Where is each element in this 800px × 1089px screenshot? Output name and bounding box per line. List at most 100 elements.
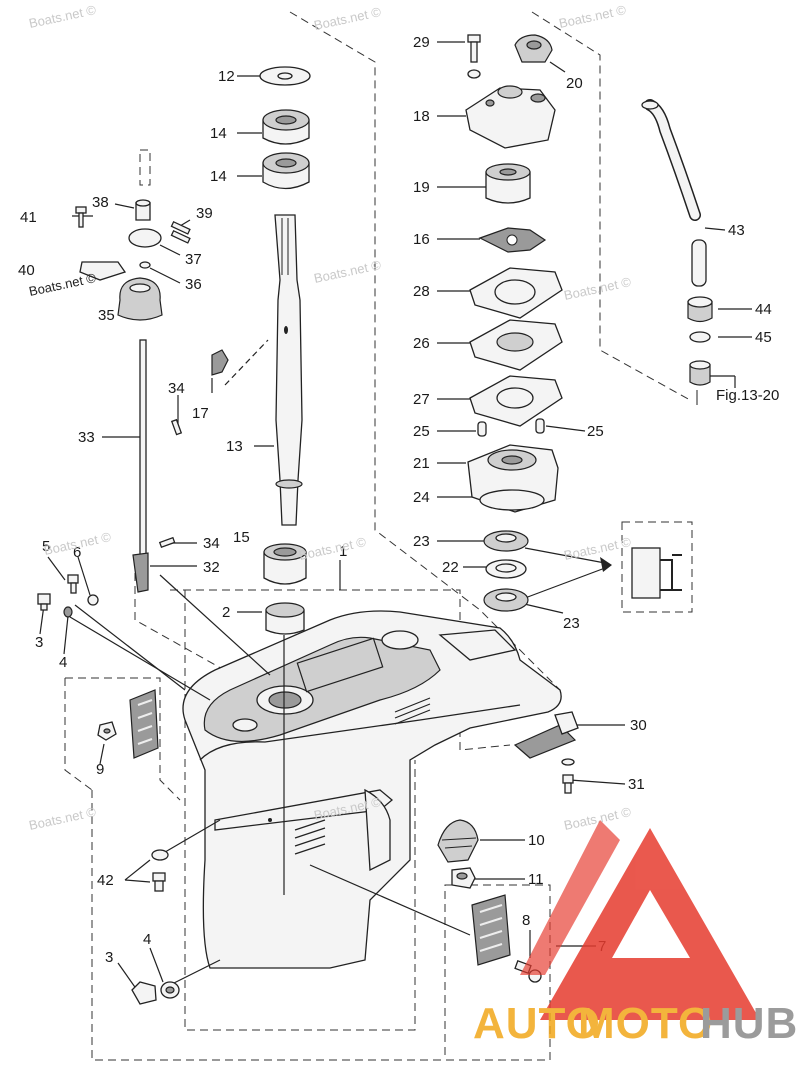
callout-4b: 4 [143, 931, 151, 948]
logo-word-auto: AUTO [473, 999, 601, 1048]
logo-word-moto: MOTO [578, 999, 713, 1048]
shift-cam-32 [132, 552, 149, 593]
callout-labels: 12 14 14 13 15 1 2 17 34 34 32 33 35 36 … [18, 34, 779, 966]
callout-32: 32 [203, 559, 220, 576]
callout-37: 37 [185, 251, 202, 268]
o-ring-45 [689, 331, 711, 343]
callout-19: 19 [413, 179, 430, 196]
tube-43 [691, 239, 707, 287]
callout-30: 30 [630, 717, 647, 734]
callout-9: 9 [96, 761, 104, 778]
callout-20: 20 [566, 75, 583, 92]
callout-33: 33 [78, 429, 95, 446]
callout-15: 15 [233, 529, 250, 546]
watermark: Boats.net © [28, 804, 98, 833]
callout-17: 17 [192, 405, 209, 422]
dowel-25a [477, 421, 487, 437]
callout-21: 21 [413, 455, 430, 472]
callout-22: 22 [442, 559, 459, 576]
bearing-14a [262, 109, 310, 145]
screen-right [471, 894, 511, 966]
key-17 [211, 349, 229, 376]
callout-10: 10 [528, 832, 545, 849]
water-pump-parts [465, 34, 563, 612]
callout-43: 43 [728, 222, 745, 239]
plug-3 [131, 981, 180, 1005]
watermark: Boats.net © [558, 2, 628, 31]
callout-44: 44 [755, 301, 772, 318]
callout-12: 12 [218, 68, 235, 85]
callout-34b: 34 [203, 535, 220, 552]
nut-9 [97, 721, 117, 741]
o-ring-24 [479, 489, 545, 511]
driveshaft-13 [274, 214, 303, 526]
callout-29: 29 [413, 34, 430, 51]
watermark: Boats.net © [28, 2, 98, 31]
callout-23b: 23 [563, 615, 580, 632]
callout-36: 36 [185, 276, 202, 293]
bolt-31 [561, 758, 575, 794]
callout-34a: 34 [168, 380, 185, 397]
logo-triangle [540, 828, 760, 1020]
bearing-14b [262, 152, 310, 190]
washer-4-top [63, 606, 73, 618]
callout-3a: 3 [35, 634, 43, 651]
water-tube-parts [641, 99, 713, 405]
callout-26: 26 [413, 335, 430, 352]
callout-5: 5 [42, 538, 50, 555]
callout-8: 8 [522, 912, 530, 929]
grommet-20 [514, 34, 553, 63]
callout-2: 2 [222, 604, 230, 621]
nut-11 [451, 867, 476, 889]
watermark: Boats.net © [28, 270, 98, 299]
callout-23a: 23 [413, 533, 430, 550]
bolt-41 [75, 206, 87, 228]
watermark: Boats.net © [563, 534, 633, 563]
callout-1: 1 [339, 543, 347, 560]
plate-26 [469, 319, 563, 371]
callout-27: 27 [413, 391, 430, 408]
callout-35: 35 [98, 307, 115, 324]
callout-6: 6 [73, 544, 81, 561]
logo-word-hub: HUB [700, 999, 798, 1048]
shift-parts [75, 199, 191, 593]
plate-40 [79, 261, 127, 281]
bearing-2 [265, 602, 305, 635]
automotohub-logo: AUTO MOTO HUB [473, 820, 798, 1048]
washer-6 [87, 594, 99, 606]
dowel-25b [535, 418, 545, 434]
o-ring-36 [139, 261, 151, 269]
arrowhead [600, 557, 612, 572]
callout-42: 42 [97, 872, 114, 889]
watermark: Boats.net © [313, 4, 383, 33]
pinion-gear-10 [437, 819, 479, 863]
watermark: Boats.net © [313, 257, 383, 286]
callout-40: 40 [18, 262, 35, 279]
leader-lines [39, 41, 752, 991]
gearcase-housing [182, 610, 562, 969]
washer-42 [151, 849, 169, 892]
fitting [689, 360, 711, 386]
callout-31: 31 [628, 776, 645, 793]
callout-39: 39 [196, 205, 213, 222]
callout-25a: 25 [413, 423, 430, 440]
seal-23a [483, 530, 529, 552]
figure-reference: Fig.13-20 [716, 387, 779, 404]
driveshaft-parts [211, 66, 311, 635]
anode-30 [513, 711, 579, 759]
gasket-27 [469, 375, 563, 427]
screen-left [129, 689, 159, 759]
seal-orientation-detail [631, 547, 682, 599]
watermark: Boats.net © [563, 274, 633, 303]
gasket-28 [469, 267, 563, 319]
callout-11: 11 [528, 871, 544, 888]
shift-rod-33 [139, 339, 147, 556]
screw-5 [67, 574, 79, 594]
callout-13: 13 [226, 438, 243, 455]
callout-3b: 3 [105, 949, 113, 966]
insert-19 [485, 163, 531, 204]
callout-14b: 14 [210, 168, 227, 185]
seal-23b [483, 588, 529, 612]
gasket-37 [128, 228, 162, 248]
